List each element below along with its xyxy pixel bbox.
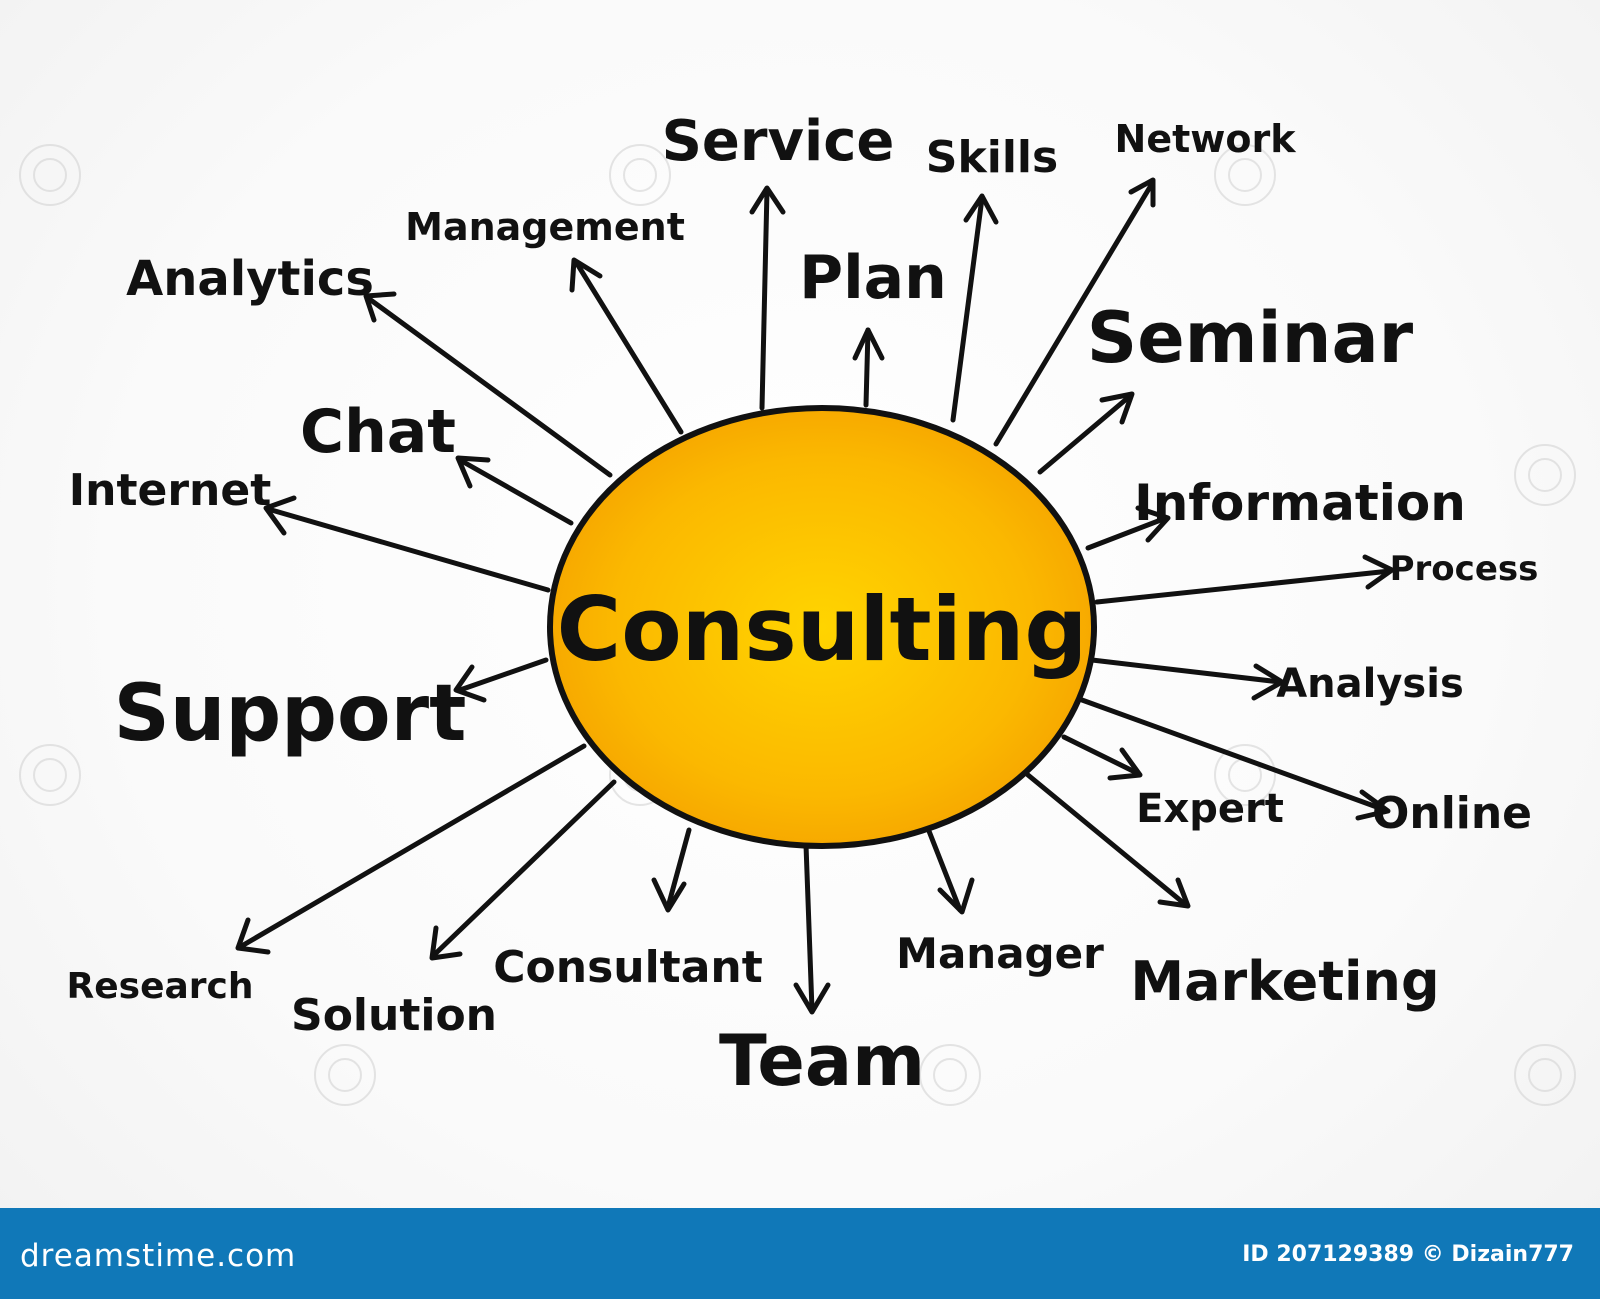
arrow-process xyxy=(1094,554,1395,605)
center-label: Consulting xyxy=(557,578,1088,681)
node-team: Team xyxy=(719,1020,925,1102)
node-skills: Skills xyxy=(926,132,1058,183)
node-analysis: Analysis xyxy=(1276,661,1464,707)
center-node: Consulting xyxy=(547,405,1097,849)
node-labels: Service Skills Network Management Analyt… xyxy=(67,109,1539,1102)
arrow-team xyxy=(793,842,831,1015)
arrow-manager xyxy=(924,823,975,915)
arrow-skills xyxy=(950,193,999,423)
node-information: Information xyxy=(1134,474,1466,532)
node-network: Network xyxy=(1115,117,1297,161)
node-seminar: Seminar xyxy=(1087,297,1414,379)
node-process: Process xyxy=(1390,549,1539,589)
arrow-expert xyxy=(1061,734,1143,781)
node-consultant: Consultant xyxy=(493,942,763,993)
mind-map-diagram: Consulting Service Skills Network Manage… xyxy=(19,109,1576,1106)
arrow-service xyxy=(749,185,786,411)
node-expert: Expert xyxy=(1136,786,1284,832)
arrow-analytics xyxy=(363,291,613,478)
footer-credit: ID 207129389 © Dizain777 xyxy=(1242,1242,1574,1267)
arrow-online xyxy=(1079,697,1391,821)
arrow-information xyxy=(1085,505,1171,551)
arrow-consultant xyxy=(651,827,692,913)
node-service: Service xyxy=(662,109,895,174)
node-solution: Solution xyxy=(291,990,497,1041)
arrow-analysis xyxy=(1089,657,1285,701)
arrow-research xyxy=(235,743,587,955)
center-circle xyxy=(547,405,1097,849)
arrow-chat xyxy=(455,455,574,526)
footer-site-logo: dreamstime.com xyxy=(20,1238,297,1274)
footer-bar: dreamstime.com ID 207129389 © Dizain777 xyxy=(0,1208,1600,1299)
arrow-management xyxy=(569,257,684,435)
node-support: Support xyxy=(114,669,467,759)
arrow-internet xyxy=(263,495,551,593)
node-research: Research xyxy=(67,966,254,1007)
node-online: Online xyxy=(1372,788,1532,839)
node-plan: Plan xyxy=(799,243,947,313)
arrow-plan xyxy=(852,327,885,408)
node-internet: Internet xyxy=(69,465,271,516)
arrow-marketing xyxy=(1025,772,1191,909)
node-marketing: Marketing xyxy=(1130,950,1439,1013)
node-management: Management xyxy=(405,205,685,249)
arrow-network xyxy=(993,177,1156,447)
node-chat: Chat xyxy=(300,397,456,467)
node-manager: Manager xyxy=(896,929,1104,978)
arrow-support xyxy=(453,657,549,703)
arrow-solution xyxy=(429,779,617,961)
node-analytics: Analytics xyxy=(126,251,374,307)
arrow-seminar xyxy=(1037,391,1135,475)
